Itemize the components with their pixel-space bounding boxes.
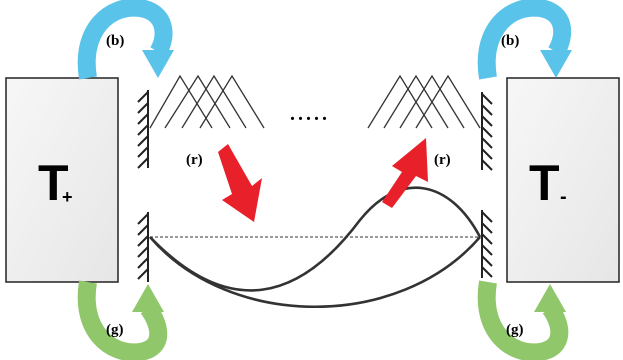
right-reservoir-box xyxy=(506,77,620,283)
left-bath-arrow xyxy=(77,0,174,80)
string-mode-second xyxy=(149,186,482,292)
right-reservoir-subscript: - xyxy=(560,186,567,208)
left-gain-label: (g) xyxy=(106,322,124,338)
right-reservoir-label: T xyxy=(529,155,560,211)
red-arrow-down xyxy=(218,144,262,222)
left-reservoir-label: T xyxy=(38,155,69,211)
left-gain-arrow xyxy=(77,280,168,360)
left-bath-label: (b) xyxy=(106,33,124,49)
right-gain-arrow xyxy=(477,280,569,360)
left-reservoir-subscript: + xyxy=(62,187,73,207)
right-lower-mirror xyxy=(481,210,493,278)
spectrum-ellipsis: ..... xyxy=(290,103,330,125)
left-upper-mirror xyxy=(137,90,149,169)
red-arrow-up xyxy=(382,138,428,208)
left-mode-spectrum xyxy=(149,74,265,129)
right-bath-arrow xyxy=(477,0,572,80)
string-mode-fundamental xyxy=(149,236,481,308)
red-arrow-label-left: (r) xyxy=(186,152,203,168)
right-reservoir: T - xyxy=(506,77,620,283)
right-bath-label: (b) xyxy=(501,33,519,49)
right-gain-label: (g) xyxy=(506,322,524,338)
red-arrow-label-right: (r) xyxy=(434,152,451,168)
left-reservoir-box xyxy=(5,77,119,283)
left-reservoir: T + xyxy=(5,77,119,283)
string-modes xyxy=(149,186,482,308)
left-lower-mirror xyxy=(137,212,149,282)
right-mode-spectrum xyxy=(367,74,481,129)
right-upper-mirror xyxy=(481,92,493,171)
